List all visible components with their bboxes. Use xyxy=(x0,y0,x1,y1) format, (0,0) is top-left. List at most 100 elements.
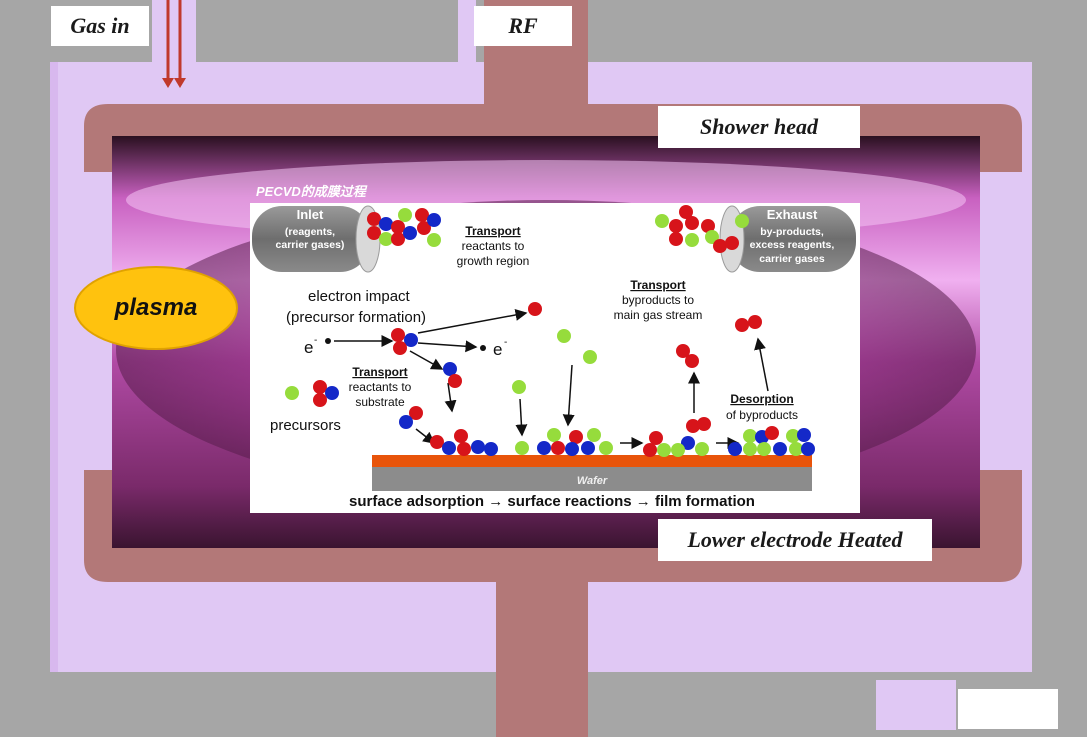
atom-red xyxy=(367,226,381,240)
atom-red xyxy=(748,315,762,329)
transport-byproducts-line1: byproducts to xyxy=(622,293,694,307)
atom-red xyxy=(669,219,683,233)
atom-green xyxy=(657,443,671,457)
atom-blue xyxy=(565,442,579,456)
wafer xyxy=(372,467,812,491)
electron-sup-right: - xyxy=(504,337,507,348)
atom-green xyxy=(786,429,800,443)
atom-blue xyxy=(403,226,417,240)
wafer-film xyxy=(372,455,812,467)
transport-byproducts-title: Transport xyxy=(630,278,685,292)
atom-red xyxy=(409,406,423,420)
atom-blue xyxy=(471,440,485,454)
atom-green xyxy=(789,442,803,456)
inlet-line2: carrier gases) xyxy=(276,239,345,251)
transport-growth-line2: growth region xyxy=(457,254,530,268)
atom-blue xyxy=(443,362,457,376)
wafer-label: Wafer xyxy=(577,475,608,487)
rf-collar xyxy=(458,0,476,62)
impact-arrow-down xyxy=(409,350,444,370)
atom-red xyxy=(551,441,565,455)
electron-arrow-out xyxy=(417,340,478,353)
atom-red xyxy=(448,374,462,388)
atom-blue xyxy=(404,333,418,347)
inset-title: PECVD的成膜过程 xyxy=(256,184,366,199)
exhaust-line3: carrier gases xyxy=(759,253,825,265)
atom-red xyxy=(415,208,429,222)
shower-head-label: Shower head xyxy=(658,106,860,148)
atom-blue xyxy=(442,441,456,455)
desorption-line1: of byproducts xyxy=(726,408,798,422)
arrow-green-1 xyxy=(515,398,528,437)
chamber-wall-left xyxy=(50,62,58,672)
inlet-line1: (reagents, xyxy=(285,226,335,238)
atom-green xyxy=(743,429,757,443)
atom-red xyxy=(313,393,327,407)
atom-red xyxy=(669,232,683,246)
transport-substrate-line2: substrate xyxy=(355,395,405,409)
plasma-label: plasma xyxy=(74,266,238,350)
molecules xyxy=(285,205,815,457)
atom-green xyxy=(599,441,613,455)
atom-red xyxy=(765,426,779,440)
atom-green xyxy=(557,329,571,343)
electron-symbol-right: e xyxy=(493,340,502,359)
atom-red xyxy=(685,216,699,230)
transport-substrate-title: Transport xyxy=(352,365,407,379)
atom-green xyxy=(743,442,757,456)
atom-blue xyxy=(537,441,551,455)
atom-green xyxy=(757,442,771,456)
atom-blue xyxy=(728,442,742,456)
precursors-label: precursors xyxy=(270,417,341,434)
atom-red xyxy=(679,205,693,219)
atom-green xyxy=(427,233,441,247)
gas-arrow-head-1 xyxy=(162,78,174,88)
atom-red xyxy=(391,232,405,246)
transport-byproducts-line2: main gas stream xyxy=(614,308,703,322)
atom-green xyxy=(655,214,669,228)
atom-red xyxy=(643,443,657,457)
arrow-green-2 xyxy=(562,364,575,427)
atom-blue xyxy=(797,428,811,442)
exhaust-line1: by-products, xyxy=(760,226,824,238)
atom-red xyxy=(367,212,381,226)
atom-red xyxy=(686,419,700,433)
atom-green xyxy=(398,208,412,222)
atom-blue xyxy=(581,441,595,455)
pecvd-process-inset: Inlet (reagents, carrier gases) Exhaust … xyxy=(250,203,860,513)
atom-blue xyxy=(427,213,441,227)
atom-red xyxy=(393,341,407,355)
lower-electrode-label: Lower electrode Heated xyxy=(658,519,932,561)
gas-in-label: Gas in xyxy=(51,6,149,46)
electron-impact-line1: electron impact xyxy=(308,288,411,305)
arrow-desorb-2 xyxy=(754,337,769,392)
electron-dot-left xyxy=(325,338,331,344)
impact-arrow-up xyxy=(417,309,528,334)
atom-green xyxy=(685,233,699,247)
atom-green xyxy=(705,230,719,244)
corner-box xyxy=(958,689,1058,729)
atom-red xyxy=(391,220,405,234)
atom-red xyxy=(313,380,327,394)
electron-impact-line2: (precursor formation) xyxy=(286,309,426,326)
atom-green xyxy=(547,428,561,442)
atom-red xyxy=(430,435,444,449)
atom-green xyxy=(515,441,529,455)
exhaust-title: Exhaust xyxy=(767,207,818,222)
lower-rod xyxy=(496,582,588,737)
electron-symbol-left: e xyxy=(304,338,313,357)
atom-green xyxy=(512,380,526,394)
corner-block xyxy=(876,680,956,730)
gas-tube xyxy=(152,0,196,62)
atom-green xyxy=(735,214,749,228)
atom-blue xyxy=(773,442,787,456)
rf-label: RF xyxy=(474,6,572,46)
atom-red xyxy=(697,417,711,431)
atom-red xyxy=(528,302,542,316)
atom-red xyxy=(735,318,749,332)
atom-red xyxy=(725,236,739,250)
atom-red xyxy=(391,328,405,342)
electron-sup-left: - xyxy=(314,335,317,346)
atom-blue xyxy=(484,442,498,456)
arrow-substrate-1 xyxy=(444,382,457,413)
